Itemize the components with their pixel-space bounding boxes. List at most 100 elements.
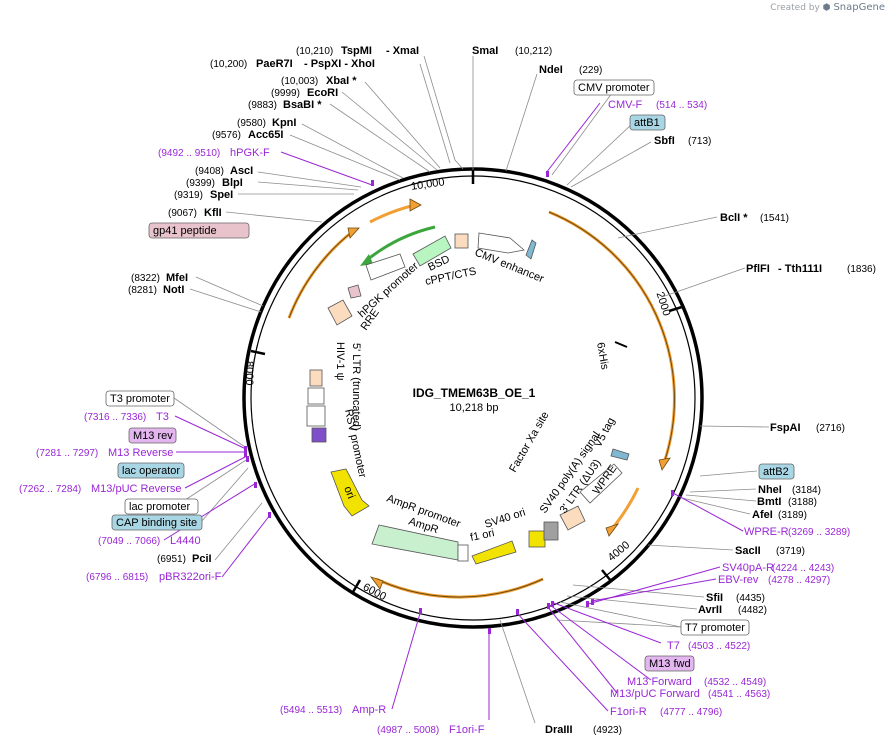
site-name: EBV-rev <box>718 574 759 586</box>
site-pos: (9883) <box>248 100 277 111</box>
plasmid-name: IDG_TMEM63B_OE_1 <box>413 386 536 400</box>
bsd-feature <box>412 235 452 267</box>
site-name: M13/pUC Forward <box>610 688 700 700</box>
site-name: AfeI <box>752 509 773 521</box>
lac-operator-box <box>117 462 185 479</box>
site-pos: (4532 .. 4549) <box>704 677 766 688</box>
ltr3-feature <box>559 505 586 531</box>
site-name: NdeI <box>539 64 563 76</box>
label-hiv-psi: HIV-1 ψ <box>334 342 346 381</box>
site-pos: (5494 .. 5513) <box>280 705 342 716</box>
site-pos: (4777 .. 4796) <box>660 707 722 718</box>
site-name: SacII <box>735 545 761 557</box>
site-name: Amp-R <box>352 704 386 716</box>
site-name: gp41 peptide <box>153 225 217 237</box>
site-pos: (10,212) <box>515 46 552 57</box>
site-name: M13/pUC Reverse <box>91 483 181 495</box>
wpre-feature <box>579 463 623 504</box>
site-pos: (7262 .. 7284) <box>19 484 81 495</box>
site-extra: - Tth111I <box>778 263 822 275</box>
plasmid-length: 10,218 bp <box>450 402 499 414</box>
attb1-feature <box>525 239 537 260</box>
site-name: SmaI <box>472 45 498 57</box>
site-name: BmtI <box>757 496 781 508</box>
site-pos: (3184) <box>792 485 821 496</box>
site-name: T3 <box>156 411 169 423</box>
site-name: SfiI <box>706 592 723 604</box>
site-name: AvrII <box>698 604 722 616</box>
ori-feature <box>330 468 370 517</box>
site-name: CMV promoter <box>578 82 650 94</box>
site-name: CAP binding site <box>116 517 197 529</box>
site-name: M13 Reverse <box>108 447 173 459</box>
site-pos: (9399) <box>186 178 215 189</box>
site-pos: (9576) <box>212 130 241 141</box>
sv40-polya-feature <box>543 521 559 541</box>
site-name: KflI <box>204 207 222 219</box>
hpgk-feature <box>365 253 406 281</box>
site-name: pBR322ori-F <box>159 571 222 583</box>
bsd-green-arrow <box>366 225 436 262</box>
label-5ltr: 5' LTR (truncated) <box>350 343 362 430</box>
hiv-psi-feature <box>309 369 323 387</box>
site-name: SV40pA-R <box>722 562 774 574</box>
rsv-feature <box>306 405 326 427</box>
site-pos: (10,200) <box>210 59 247 70</box>
features-inner <box>306 232 630 565</box>
site-pos: (8322) <box>131 273 160 284</box>
label-f1ori: f1 ori <box>469 527 495 544</box>
site-name: PflFI <box>746 263 770 275</box>
site-pos: (4923) <box>593 725 622 736</box>
site-name: PaeR7I <box>256 58 293 70</box>
site-name: BlpI <box>222 177 243 189</box>
site-pos: (3719) <box>776 546 805 557</box>
site-pos: (2716) <box>816 423 845 434</box>
site-pos: (6951) <box>157 554 186 565</box>
site-pos: (229) <box>579 65 602 76</box>
site-pos: (4503 .. 4522) <box>688 641 750 652</box>
site-pos: (6796 .. 6815) <box>86 572 148 583</box>
site-name: CMV-F <box>608 99 643 111</box>
top-labels: SmaI (10,212) NdeI (229) <box>472 45 602 76</box>
label-rsv: RSV promoter <box>342 408 368 479</box>
site-name: T7 promoter <box>685 622 745 634</box>
site-name: lac operator <box>122 465 180 477</box>
site-name: WPRE-R <box>744 526 789 538</box>
site-pos: (7316 .. 7336) <box>84 412 146 423</box>
app-name: SnapGene <box>833 2 885 13</box>
site-name: attB1 <box>634 117 660 129</box>
attb1-box <box>629 114 666 131</box>
site-name: lac promoter <box>129 501 190 513</box>
site-pos: (9492 .. 9510) <box>158 148 220 159</box>
site-pos: (1541) <box>760 213 789 224</box>
site-name: EcoRI <box>307 87 338 99</box>
leader-lines <box>173 55 770 724</box>
site-name: AscI <box>230 165 253 177</box>
site-name: M13 fwd <box>649 658 691 670</box>
site-name: NheI <box>758 484 782 496</box>
site-pos: (514 .. 534) <box>656 100 707 111</box>
t7-promoter-box <box>680 619 750 636</box>
site-pos: (8281) <box>128 285 157 296</box>
site-name: BclI * <box>720 212 748 224</box>
site-name: TspMI <box>341 45 372 57</box>
gp41-feature <box>347 284 362 299</box>
left-labels: (10,210) TspMI - XmaI (10,200) PaeR7I - … <box>19 45 419 583</box>
lac-promoter-box <box>124 498 199 515</box>
site-name: MfeI <box>166 272 188 284</box>
tick-label-10000: 10,000 <box>410 176 445 193</box>
site-name: attB2 <box>763 466 789 478</box>
t3-promoter-box <box>105 390 175 407</box>
primer-lines <box>163 102 744 720</box>
site-name: T7 <box>667 640 680 652</box>
site-name: SpeI <box>210 189 233 201</box>
snapgene-logo-icon: ⬢ <box>822 3 831 13</box>
cap-binding-box <box>111 514 203 531</box>
site-name: KpnI <box>272 117 296 129</box>
site-name: F1ori-F <box>449 724 485 736</box>
bottom-labels: (5494 .. 5513) Amp-R (4987 .. 5008) F1or… <box>280 704 622 736</box>
ampr-feature <box>371 524 459 561</box>
site-name: FspAI <box>770 422 801 434</box>
cppt-feature <box>454 233 469 249</box>
